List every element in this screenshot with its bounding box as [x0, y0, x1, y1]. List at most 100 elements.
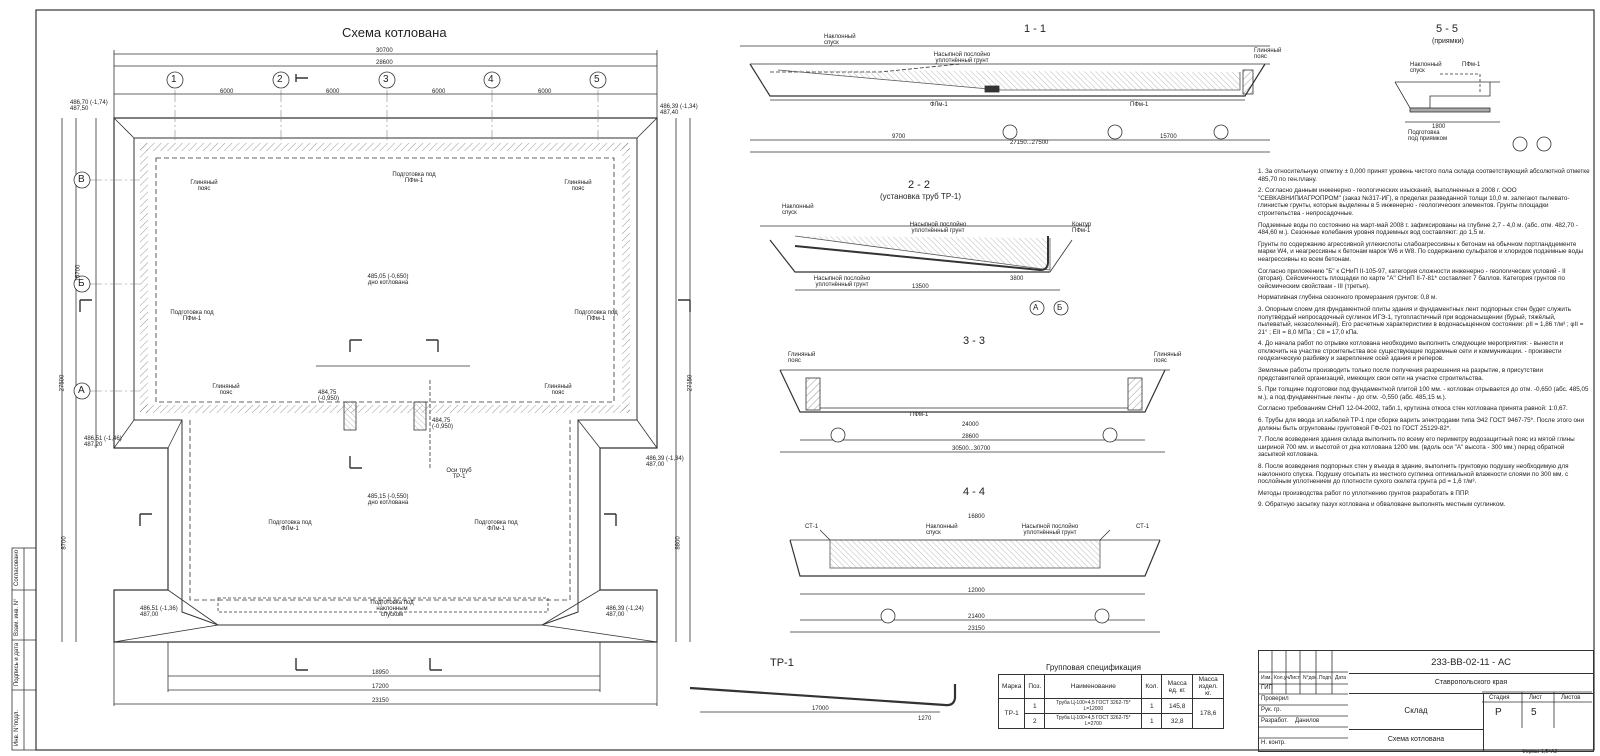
- elev-mr: 486,39 (-1,34) 487,00: [646, 456, 684, 468]
- spec-mass: 32,8: [1161, 713, 1194, 729]
- spec-pos: 2: [1024, 713, 1046, 729]
- axis-5: 5: [594, 74, 600, 85]
- general-notes: 1. За относительную отметку ± 0,000 прин…: [1258, 168, 1590, 513]
- prep-pfm-top: Подготовка под ПФм-1: [392, 172, 436, 184]
- clay-belt-label-1: Глиняный пояс: [190, 180, 218, 192]
- s33-c: 30500...30700: [952, 446, 991, 452]
- note-4b: Земляные работы производить только после…: [1258, 367, 1543, 382]
- fill-s22: Насыпной послойно уплотнённый грунт: [909, 222, 967, 234]
- role-nkontr: Н. контр.: [1261, 740, 1286, 746]
- sheet-frame: [35, 9, 1595, 751]
- elev-br: 486,39 (-1,24) 487,00: [606, 606, 644, 618]
- pfm-s55: ПФм-1: [1462, 62, 1481, 68]
- side-orig: Инв. N°подл.: [14, 709, 20, 746]
- note-8: 8. После возведения подпорных стен у въе…: [1258, 463, 1569, 486]
- developer-name: Данилов: [1295, 718, 1320, 724]
- elev-pit2: 484,75 (-0,950): [432, 418, 454, 430]
- clay-belt-s33a: Глиняный пояс: [788, 352, 816, 364]
- section-3-3-axes: [830, 427, 1118, 443]
- col-doc: N°док.: [1303, 675, 1318, 681]
- slope-ramp-s22: Наклонный спуск: [782, 204, 814, 216]
- side-inv: Взам. инв. N°: [14, 598, 20, 636]
- elev-bl: 486,51 (-1,36) 487,00: [140, 606, 178, 618]
- role-checked: Проверил: [1261, 696, 1289, 702]
- bay-2: 6000: [326, 89, 340, 95]
- note-1: 1. За относительную отметку ± 0,000 прин…: [1258, 168, 1590, 183]
- ramp-prep-label: Подготовка под наклонным спуском: [370, 600, 414, 618]
- s33-b: 28600: [962, 434, 979, 440]
- s11-a: 9700: [892, 134, 906, 140]
- spec-h-mass: Масса ед. кг.: [1161, 674, 1194, 699]
- clay-belt-label-3: Глиняный пояс: [212, 384, 240, 396]
- dim-total: 30700: [376, 48, 393, 54]
- axis-a: А: [78, 385, 85, 396]
- s22-axis-a: А: [1033, 303, 1039, 312]
- clay-belt-label-4: Глиняный пояс: [544, 384, 572, 396]
- section-2-2-title: 2 - 2: [908, 179, 931, 191]
- side-sign: Подпись и дата: [14, 642, 20, 686]
- s44-b: 12000: [968, 588, 985, 594]
- clay-belt-s33b: Глиняный пояс: [1154, 352, 1182, 364]
- spec-mark: ТР-1: [997, 698, 1026, 729]
- dim-bottom-3: 23150: [372, 698, 389, 704]
- clay-belt-s11: Глиняный пояс: [1254, 48, 1282, 60]
- prep-flm-right: Подготовка под ФЛм-1: [474, 520, 518, 532]
- sheet-value: 5: [1531, 707, 1537, 718]
- elev-pit1: 484,75 (-0,950): [318, 390, 340, 402]
- spec-total: 178,6: [1192, 698, 1225, 729]
- spec-h-mark: Марка: [997, 674, 1026, 699]
- dim-inner: 28600: [376, 60, 393, 66]
- slope-ramp-s44: Наклонный спуск: [926, 524, 958, 536]
- section-4-4: [789, 529, 1161, 633]
- col-izm: Изм.: [1261, 675, 1272, 681]
- spec-name: Труба Ц-100×4,5 ГОСТ 3262-75* L=12000: [1044, 698, 1143, 714]
- col-date: Дата: [1335, 675, 1347, 681]
- section-3-3: [779, 369, 1170, 453]
- fill-s44: Насыпной послойно уплотнённый грунт: [1021, 524, 1079, 536]
- dim-side-3: 27150: [687, 374, 694, 392]
- spec-pos: 1: [1024, 698, 1046, 714]
- note-3: 3. Опорным слоем для фундаментной плиты …: [1258, 305, 1584, 336]
- elev-tr: 486,39 (-1,34) 487,40: [660, 104, 698, 116]
- spec-h-pos: Поз.: [1024, 674, 1046, 699]
- section-5-5-subtitle: (приямки): [1432, 38, 1464, 45]
- format-label: Формат 1,5×А2: [1522, 749, 1558, 755]
- tr1-pipe: [689, 684, 957, 713]
- note-2b: Подземные воды по состоянию на март-май …: [1258, 221, 1578, 237]
- stage-value: Р: [1495, 707, 1502, 718]
- drawing-code: 233-ВВ-02-11 - АС: [1349, 653, 1593, 674]
- prep-pfm-right: Подготовка под ПФм-1: [574, 310, 618, 322]
- sheet-title: Схема котлована: [1349, 729, 1484, 751]
- section-1-1-title: 1 - 1: [1024, 23, 1047, 35]
- side-agreed: Согласовано: [14, 549, 20, 586]
- slope-ramp-s55: Наклонный спуск: [1410, 62, 1442, 74]
- section-5-5-axes: [1512, 136, 1552, 152]
- s11-b: 15700: [1160, 134, 1177, 140]
- spec-qty: 1: [1141, 713, 1163, 729]
- dim-side-2: 15700: [75, 264, 82, 282]
- spec-mass: 145,8: [1161, 698, 1194, 714]
- object-name: Склад: [1349, 693, 1484, 730]
- fill-s22b: Насыпной послойно уплотнённый грунт: [813, 276, 871, 288]
- pit-prep-label: Подготовка под приямком: [1408, 130, 1448, 142]
- dim-bottom-1: 18950: [372, 670, 389, 676]
- dim-side-1: 27500: [59, 374, 66, 392]
- st1-left: СТ-1: [805, 524, 819, 530]
- dim-side-5: 8800: [675, 536, 682, 550]
- section-5-5: [1394, 73, 1500, 123]
- sheets-header: Листов: [1561, 695, 1581, 701]
- note-2c: Грунты по содержанию агрессивной углекис…: [1258, 240, 1584, 263]
- spec-table: Марка Поз. Наименование Кол. Масса ед. к…: [997, 674, 1225, 729]
- spec-title: Групповая спецификация: [1046, 663, 1141, 672]
- st1-right: СТ-1: [1136, 524, 1150, 530]
- section-3-3-title: 3 - 3: [963, 335, 986, 347]
- section-4-4-axes: [880, 608, 1110, 624]
- axis-v: В: [78, 174, 85, 185]
- tr1-title: ТР-1: [770, 657, 794, 669]
- spec-name: Труба Ц-100×4,5 ГОСТ 3262-75* L=2700: [1044, 713, 1143, 729]
- section-2-2: [760, 225, 1090, 291]
- table-row: 2 Труба Ц-100×4,5 ГОСТ 3262-75* L=2700 1…: [999, 713, 1224, 729]
- tr1-b: 1270: [918, 716, 932, 722]
- bay-3: 6000: [432, 89, 446, 95]
